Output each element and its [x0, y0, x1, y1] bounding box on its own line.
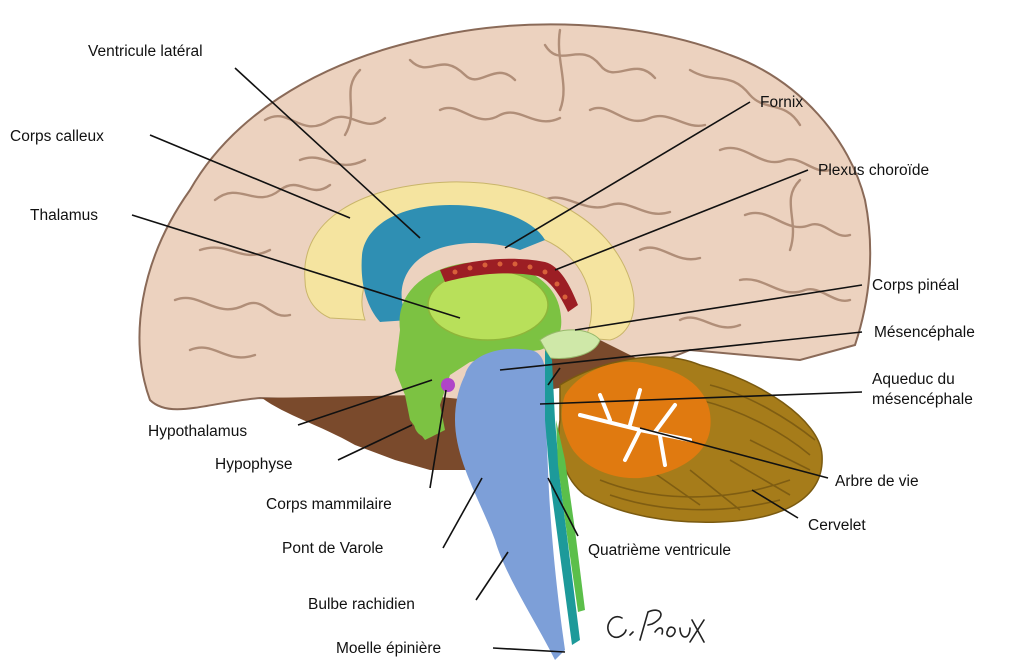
label-arbre-de-vie: Arbre de vie	[835, 473, 919, 490]
label-cervelet: Cervelet	[808, 517, 866, 534]
label-hypothalamus: Hypothalamus	[148, 423, 247, 440]
label-quatrieme-ventricule: Quatrième ventricule	[588, 542, 731, 559]
label-corps-calleux: Corps calleux	[10, 128, 104, 145]
artist-signature	[608, 610, 704, 642]
label-corps-mammilaire: Corps mammilaire	[266, 496, 392, 513]
cerebellum	[559, 357, 822, 522]
label-plexus-choroide: Plexus choroïde	[818, 162, 929, 179]
leader-bulbe-rachidien	[476, 552, 508, 600]
pituitary	[414, 400, 440, 438]
label-corps-pineal: Corps pinéal	[872, 277, 959, 294]
label-hypophyse: Hypophyse	[215, 456, 293, 473]
label-mesencephale: Mésencéphale	[874, 324, 975, 341]
label-aqueduc-line1: Aqueduc du	[872, 371, 955, 388]
label-fornix: Fornix	[760, 94, 803, 111]
label-bulbe-rachidien: Bulbe rachidien	[308, 596, 415, 613]
label-pont-de-varole: Pont de Varole	[282, 540, 383, 557]
label-aqueduc-line2: mésencéphale	[872, 391, 973, 408]
label-moelle-epiniere: Moelle épinière	[336, 640, 441, 657]
label-thalamus: Thalamus	[30, 207, 98, 224]
mammillary-body	[441, 378, 455, 392]
leader-pont-de-varole	[443, 478, 482, 548]
label-ventricule-lateral: Ventricule latéral	[88, 43, 203, 60]
